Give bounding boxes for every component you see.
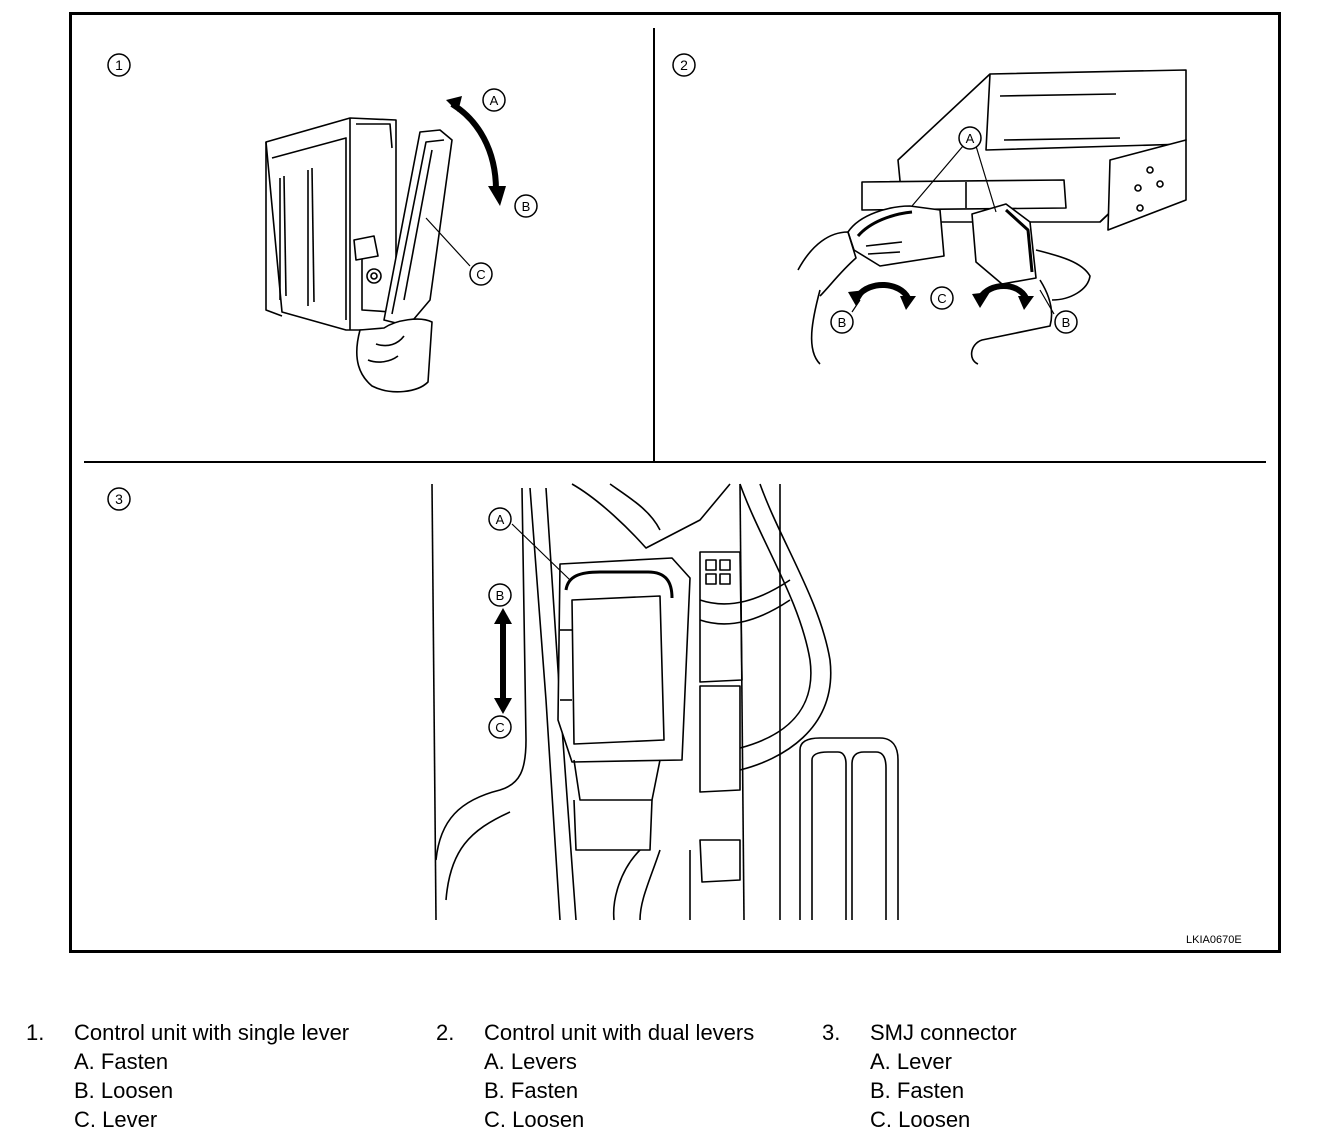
legend-sub-item: A. Lever xyxy=(870,1049,952,1074)
legend-sub-item: A. Fasten xyxy=(74,1049,169,1074)
panel-1-number: 1 xyxy=(115,57,123,73)
legend-sub-item: C. Loosen xyxy=(870,1107,971,1132)
legend-title: Control unit with dual levers xyxy=(484,1020,755,1045)
legend-sub-item: B. Fasten xyxy=(870,1078,965,1103)
legend-sub-item: A. Levers xyxy=(484,1049,577,1074)
legend-title: Control unit with single lever xyxy=(74,1020,350,1045)
panel-3-label-a: A xyxy=(496,512,505,527)
panel-2-callouts: 2 A B C B xyxy=(672,53,1078,334)
legend-sub-item: C. Loosen xyxy=(484,1107,585,1132)
panel-2-label-b-left: B xyxy=(838,315,847,330)
panel-2-illustration xyxy=(797,69,1187,365)
panel-2-number: 2 xyxy=(680,57,688,73)
panel-3-callouts: 3 A B C xyxy=(107,487,512,739)
panel-3-number: 3 xyxy=(115,491,123,507)
panel-2-label-b-right: B xyxy=(1062,315,1071,330)
panel-1-label-a: A xyxy=(490,93,499,108)
legend-number: 1. xyxy=(26,1020,45,1045)
legend-sub-item: B. Fasten xyxy=(484,1078,579,1103)
diagram-artwork: 1 A B C xyxy=(84,28,1266,921)
panel-1-label-c: C xyxy=(476,267,485,282)
legend-number: 2. xyxy=(436,1020,455,1045)
panel-1-callouts: 1 A B C xyxy=(107,53,538,286)
panel-2-label-c: C xyxy=(937,291,946,306)
legend-sub-item: C. Lever xyxy=(74,1107,158,1132)
panel-3-illustration xyxy=(431,483,899,921)
panel-3-label-c: C xyxy=(495,720,504,735)
legend-number: 3. xyxy=(822,1020,841,1045)
legend-sub-item: B. Loosen xyxy=(74,1078,174,1103)
panel-1-illustration xyxy=(265,96,506,393)
diagram-frame xyxy=(69,12,1281,953)
panel-1-label-b: B xyxy=(522,199,531,214)
panel-3-label-b: B xyxy=(496,588,505,603)
legend-title: SMJ connector xyxy=(870,1020,1017,1045)
figure-code: LKIA0670E xyxy=(1186,934,1242,946)
panel-2-label-a: A xyxy=(966,131,975,146)
